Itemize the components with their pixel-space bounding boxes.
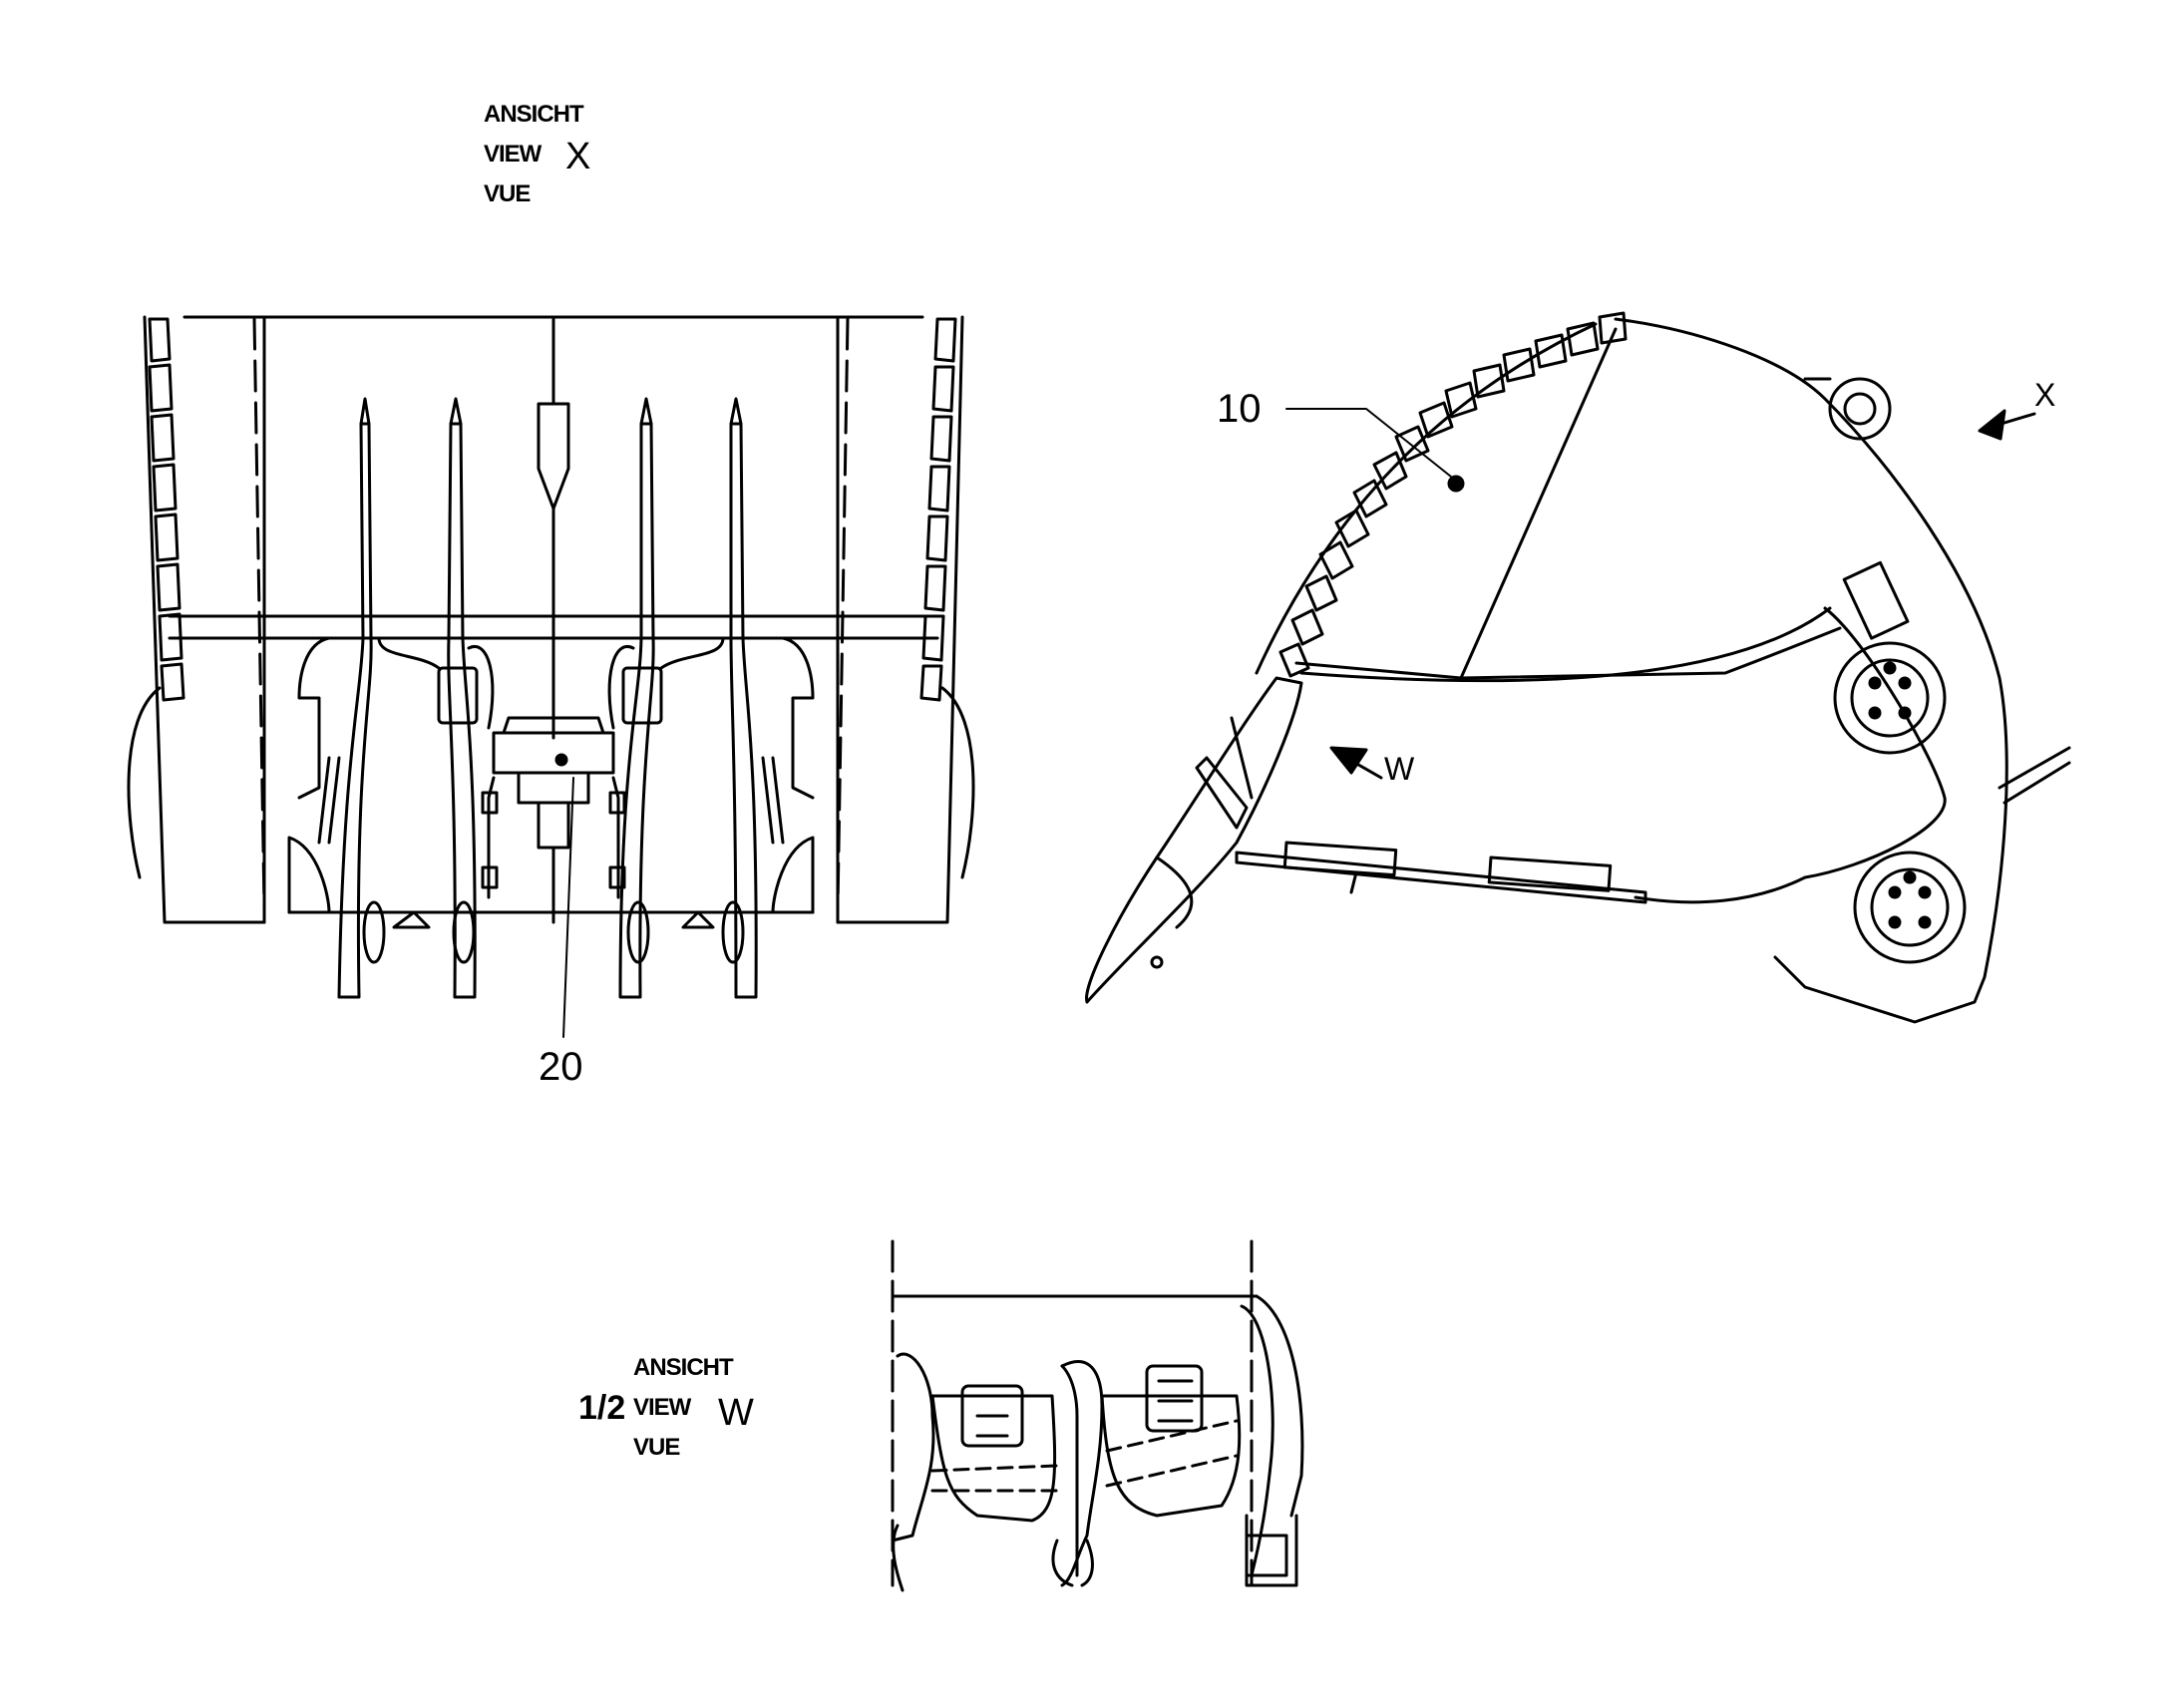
view-w-label: ANSICHT VIEW VUE (633, 1348, 734, 1468)
view-x-letter: X (565, 136, 591, 177)
direction-marker-x: X (2034, 377, 2056, 413)
callout-part-20: 20 (539, 1045, 583, 1089)
view-w-letter: W (718, 1392, 754, 1434)
bucket-side-view (1085, 311, 2071, 1024)
view-w-scale: 1/2 (578, 1389, 626, 1427)
left-wear-plates (148, 317, 185, 702)
view-x-line-ansicht: ANSICHT (484, 101, 584, 128)
half-view-w (891, 1239, 1304, 1592)
bucket-front-view (127, 315, 975, 1038)
view-w-line-view: VIEW (633, 1394, 691, 1421)
view-x-line-vue: VUE (484, 180, 531, 207)
view-w-line-vue: VUE (633, 1434, 680, 1461)
view-x-label: ANSICHT VIEW VUE (484, 95, 584, 214)
direction-marker-w: W (1384, 751, 1415, 787)
callout-part-10: 10 (1217, 387, 1262, 431)
view-x-line-view: VIEW (484, 141, 542, 168)
view-w-line-ansicht: ANSICHT (633, 1354, 734, 1381)
side-wear-plates (1278, 311, 1628, 678)
front-teeth (337, 397, 758, 999)
right-wear-plates (919, 317, 957, 702)
side-tooth (1085, 676, 1303, 1004)
